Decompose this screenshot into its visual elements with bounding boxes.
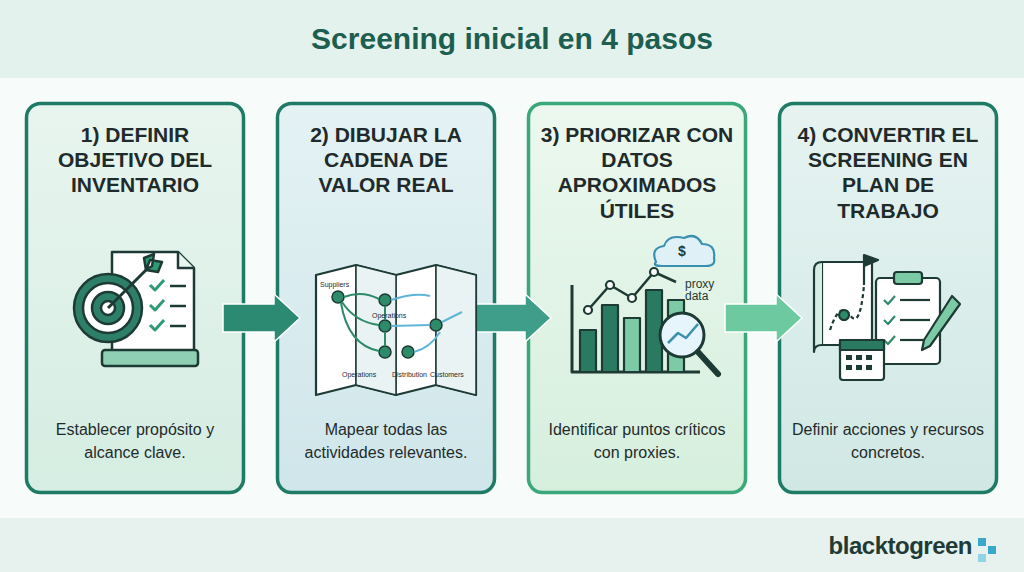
step-card-outline	[27, 104, 244, 493]
step-heading: 3) PRIORIZAR CON DATOS APROXIMADOS ÚTILE…	[539, 122, 735, 223]
step-heading: 4) CONVERTIR EL SCREENING EN PLAN DE TRA…	[790, 122, 986, 223]
logo-mark	[988, 546, 996, 554]
step-card: 1) DEFINIR OBJETIVO DEL INVENTARIO Establ…	[25, 102, 245, 494]
step-heading: 1) DEFINIR OBJETIVO DEL INVENTARIO	[37, 122, 233, 198]
brand-logo: blacktogreen	[829, 534, 972, 558]
step-description: Definir acciones y recursos concretos.	[790, 419, 986, 464]
step-card: 2) DIBUJAR LA CADENA DE VALOR REAL Mapear…	[276, 102, 496, 494]
step-heading: 2) DIBUJAR LA CADENA DE VALOR REAL	[288, 122, 484, 198]
step-description: Mapear todas las actividades relevantes.	[288, 419, 484, 464]
icon-label: $	[678, 244, 686, 258]
step-card-outline	[278, 104, 495, 493]
map-label: Distribution	[392, 371, 427, 378]
map-label: Operations	[342, 371, 376, 378]
map-label: Customers	[430, 371, 464, 378]
icon-label: proxy data	[685, 278, 725, 302]
footer-band	[0, 518, 1024, 572]
work-plan-icon	[814, 255, 960, 380]
title-band	[0, 0, 1024, 78]
map-label: Suppliers	[320, 281, 349, 288]
logo-mark	[978, 538, 986, 546]
proxy-chart-icon	[572, 236, 718, 374]
step-description: Establecer propósito y alcance clave.	[37, 419, 233, 464]
map-label: Operations	[372, 312, 406, 319]
step-card: 3) PRIORIZAR CON DATOS APROXIMADOS ÚTILE…	[527, 102, 747, 494]
flow-arrow	[223, 294, 300, 342]
step-card: 4) CONVERTIR EL SCREENING EN PLAN DE TRA…	[778, 102, 998, 494]
step-card-outline	[529, 104, 746, 493]
step-description: Identificar puntos críticos con proxies.	[539, 419, 735, 464]
logo-mark	[978, 554, 986, 562]
step-card-outline	[780, 104, 997, 493]
title: Screening inicial en 4 pasos	[0, 0, 1024, 78]
target-document-icon	[74, 252, 198, 366]
flow-arrow	[725, 294, 802, 342]
flow-arrow	[474, 294, 551, 342]
value-chain-map-icon	[316, 265, 476, 395]
